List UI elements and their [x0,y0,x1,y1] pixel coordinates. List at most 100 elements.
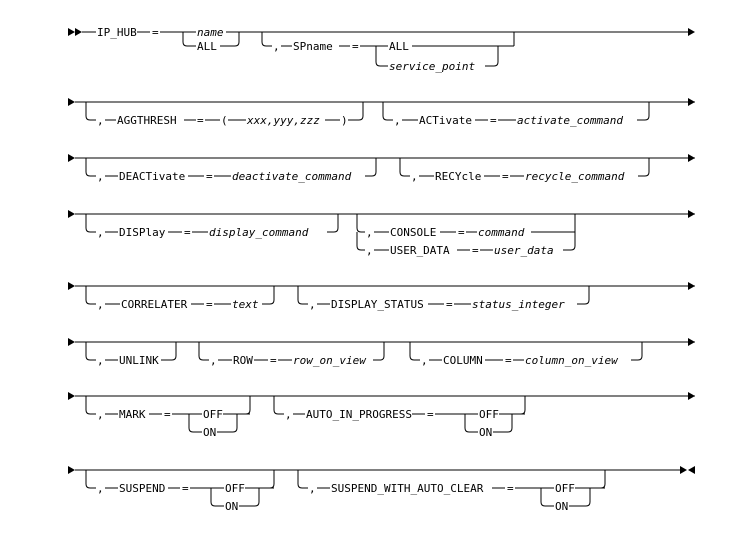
equals-sign: = [507,482,514,495]
comma: , [97,298,104,311]
keyword-display-status: DISPLAY_STATUS [331,298,424,311]
continuation-arrow-icon [68,466,75,474]
equals-sign: = [270,354,277,367]
continue-arrow-icon [688,154,695,162]
var-display-command: display_command [209,226,309,239]
comma: , [309,482,316,495]
comma: , [210,354,217,367]
keyword-aggthresh: AGGTHRESH [117,114,177,127]
open-paren: ( [221,114,228,127]
keyword-off: OFF [225,482,245,495]
var-service-point: service_point [389,60,475,73]
equals-sign: = [184,226,191,239]
equals-sign: = [502,170,509,183]
continuation-arrow-icon [68,338,75,346]
var-column-on-view: column_on_view [525,354,619,367]
start-arrow-icon [68,28,75,36]
keyword-off: OFF [555,482,575,495]
start-arrow-icon [75,28,82,36]
continuation-arrow-icon [68,392,75,400]
equals-sign: = [206,298,213,311]
close-paren: ) [341,114,348,127]
keyword-user-data: USER_DATA [390,244,450,257]
keyword-deactivate: DEACTivate [119,170,185,183]
comma: , [411,170,418,183]
keyword-suspend-with-auto-clear: SUSPEND_WITH_AUTO_CLEAR [331,482,484,495]
var-deactivate-command: deactivate_command [232,170,352,183]
equals-sign: = [197,114,204,127]
continuation-arrow-icon [68,210,75,218]
equals-sign: = [152,26,159,39]
keyword-on: ON [555,500,568,513]
equals-sign: = [505,354,512,367]
keyword-off: OFF [479,408,499,421]
keyword-row: ROW [233,354,253,367]
row-correlater-display-status: , CORRELATER = text , DISPLAY_STATUS = s… [68,282,695,311]
keyword-column: COLUMN [443,354,483,367]
continue-arrow-icon [688,392,695,400]
var-command: command [478,226,525,239]
row-suspend: , SUSPEND = OFF ON , SUSPEND_WITH_AUTO_C… [68,466,695,513]
comma: , [366,226,373,239]
row-display: , DISPlay = display_command , CONSOLE = … [68,210,695,257]
equals-sign: = [458,226,465,239]
var-row-on-view: row_on_view [293,354,367,367]
keyword-activate: ACTivate [419,114,472,127]
end-bar-icon [688,466,695,474]
comma: , [273,40,280,53]
row-unlink-row-column: , UNLINK , ROW = row_on_view , COLUMN = … [68,338,695,367]
keyword-spname: SPname [293,40,333,53]
keyword-on: ON [203,426,216,439]
equals-sign: = [206,170,213,183]
comma: , [97,482,104,495]
keyword-on: ON [479,426,492,439]
equals-sign: = [352,40,359,53]
equals-sign: = [427,408,434,421]
continue-arrow-icon [688,282,695,290]
keyword-correlater: CORRELATER [121,298,188,311]
comma: , [394,114,401,127]
row-deactivate-recycle: , DEACTivate = deactivate_command , RECY… [68,154,695,183]
keyword-unlink: UNLINK [119,354,159,367]
row-mark-auto-in-progress: , MARK = OFF ON , AUTO_IN_PROGRESS = OFF… [68,392,695,439]
equals-sign: = [164,408,171,421]
var-recycle-command: recycle_command [525,170,625,183]
row-aggthresh-activate: , AGGTHRESH = ( xxx,yyy,zzz ) , ACTivate… [68,98,695,127]
comma: , [97,114,104,127]
continuation-arrow-icon [68,282,75,290]
keyword-all: ALL [197,40,217,53]
comma: , [421,354,428,367]
var-user-data: user_data [494,244,554,257]
var-aggthresh-values: xxx,yyy,zzz [246,114,320,127]
keyword-auto-in-progress: AUTO_IN_PROGRESS [306,408,412,421]
continuation-arrow-icon [68,98,75,106]
var-text: text [232,298,259,311]
equals-sign: = [182,482,189,495]
keyword-off: OFF [203,408,223,421]
comma: , [97,226,104,239]
equals-sign: = [472,244,479,257]
row-ip-hub: IP_HUB = name ALL , SPname = ALL service… [68,26,695,73]
continue-arrow-icon [688,98,695,106]
comma: , [309,298,316,311]
end-arrow-icon [680,466,687,474]
equals-sign: = [490,114,497,127]
continuation-arrow-icon [68,154,75,162]
comma: , [285,408,292,421]
comma: , [97,170,104,183]
var-activate-command: activate_command [517,114,623,127]
comma: , [366,244,373,257]
continue-arrow-icon [688,210,695,218]
continue-arrow-icon [688,28,695,36]
var-status-integer: status_integer [472,298,565,311]
continue-arrow-icon [688,338,695,346]
comma: , [97,408,104,421]
keyword-display: DISPlay [119,226,166,239]
keyword-recycle: RECYcle [435,170,481,183]
keyword-on: ON [225,500,238,513]
keyword-mark: MARK [119,408,146,421]
comma: , [97,354,104,367]
var-name: name [197,26,224,39]
equals-sign: = [446,298,453,311]
